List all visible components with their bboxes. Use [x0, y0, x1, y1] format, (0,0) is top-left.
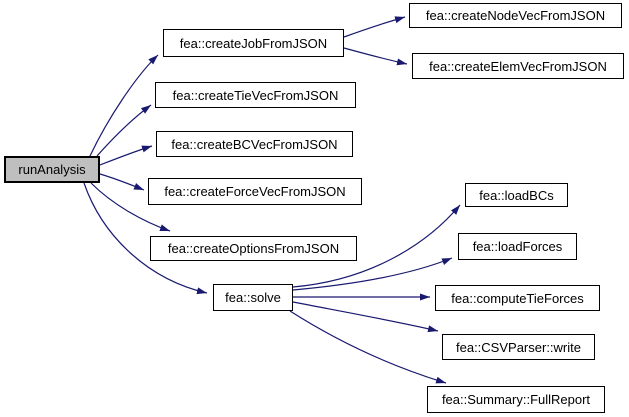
graph-node-createOptionsFromJSON[interactable]: fea::createOptionsFromJSON — [150, 236, 357, 261]
call-edge-runAnalysis-to-createOptionsFromJSON — [90, 182, 171, 232]
graph-node-createBCVecFromJSON[interactable]: fea::createBCVecFromJSON — [156, 131, 353, 157]
graph-node-solve[interactable]: fea::solve — [213, 284, 293, 311]
graph-node-loadBCs[interactable]: fea::loadBCs — [465, 183, 568, 207]
call-edge-createJobFromJSON-to-createElemVecFromJSON — [343, 47, 408, 66]
edge-group — [83, 16, 461, 384]
call-edge-runAnalysis-to-createBCVecFromJSON — [99, 145, 153, 166]
graph-node-computeTieForces[interactable]: fea::computeTieForces — [435, 285, 600, 311]
graph-node-createElemVecFromJSON[interactable]: fea::createElemVecFromJSON — [412, 53, 624, 79]
graph-node-createJobFromJSON[interactable]: fea::createJobFromJSON — [163, 29, 344, 57]
graph-node-CSVParser-write[interactable]: fea::CSVParser::write — [442, 334, 595, 360]
call-edge-runAnalysis-to-createTieVecFromJSON — [96, 104, 152, 157]
graph-node-createTieVecFromJSON[interactable]: fea::createTieVecFromJSON — [155, 82, 356, 108]
call-edge-runAnalysis-to-createForceVecFromJSON — [99, 173, 145, 191]
graph-node-createNodeVecFromJSON[interactable]: fea::createNodeVecFromJSON — [409, 3, 622, 28]
graph-node-runAnalysis[interactable]: runAnalysis — [4, 156, 100, 183]
call-edge-solve-to-loadBCs — [292, 204, 461, 288]
call-edge-solve-to-CSVParser-write — [292, 301, 439, 333]
graph-node-loadForces[interactable]: fea::loadForces — [458, 233, 577, 260]
call-edge-solve-to-Summary-FullReport — [289, 310, 447, 384]
graph-node-Summary-FullReport[interactable]: fea::Summary::FullReport — [427, 386, 605, 413]
call-edge-runAnalysis-to-createJobFromJSON — [89, 54, 159, 157]
call-edge-createJobFromJSON-to-createNodeVecFromJSON — [343, 16, 406, 38]
graph-node-createForceVecFromJSON[interactable]: fea::createForceVecFromJSON — [148, 178, 362, 205]
call-edge-runAnalysis-to-solve — [83, 182, 208, 295]
call-edge-solve-to-loadForces — [292, 257, 453, 291]
